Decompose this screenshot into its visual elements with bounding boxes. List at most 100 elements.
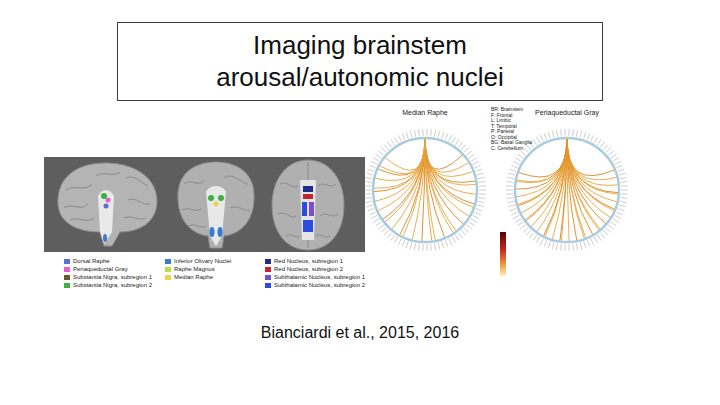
region-tick <box>620 177 627 178</box>
legend-text: Substantia Nigra, subregion 2 <box>73 282 152 288</box>
region-tick <box>584 132 586 139</box>
region-tick <box>510 169 517 171</box>
region-tick <box>438 242 440 249</box>
region-tick <box>478 197 485 199</box>
region-tick <box>442 241 444 248</box>
region-tick <box>366 173 373 175</box>
region-tick <box>464 228 469 233</box>
title-box: Imaging brainstem arousal/autonomic nucl… <box>117 22 603 101</box>
chord-plots <box>364 129 628 251</box>
region-tick <box>422 129 423 136</box>
connectivity-chord <box>425 139 435 240</box>
region-tick <box>611 222 617 226</box>
region-tick <box>600 142 604 148</box>
connectivity-chord <box>425 139 462 169</box>
region-tick <box>560 244 562 251</box>
legend-entry: Raphe Magnus <box>165 266 215 272</box>
region-tick <box>479 190 486 191</box>
region-tick <box>603 145 608 150</box>
plot-title: Median Raphe <box>402 109 448 117</box>
plot-title: Periaqueductal Gray <box>535 109 599 117</box>
connectivity-chord <box>400 139 425 234</box>
region-tick <box>615 161 621 164</box>
region-tick <box>552 242 554 249</box>
region-tick <box>365 177 372 178</box>
region-tick <box>410 131 412 138</box>
connectivity-chord <box>516 139 567 189</box>
region-tick <box>513 215 519 218</box>
region-tick <box>434 130 435 137</box>
region-tick <box>515 219 521 223</box>
region-tick <box>506 185 513 186</box>
chord-ring <box>515 138 619 242</box>
region-tick <box>544 133 547 139</box>
region-tick <box>469 222 475 226</box>
region-tick <box>510 208 517 210</box>
region-tick <box>594 237 598 243</box>
region-tick <box>615 215 621 218</box>
region-tick <box>422 244 423 251</box>
legend-swatch <box>64 267 70 272</box>
connectivity-chord <box>518 139 567 206</box>
region-tick <box>449 239 452 245</box>
region-tick <box>364 193 371 194</box>
colorbar <box>500 232 506 276</box>
region-tick <box>572 244 574 251</box>
region-tick <box>564 244 565 251</box>
region-tick <box>466 225 471 229</box>
sagittal-brain <box>58 163 157 246</box>
citation: Bianciardi et al., 2015, 2016 <box>261 324 459 342</box>
region-tick <box>520 225 525 229</box>
axial-brain <box>272 160 344 250</box>
region-tick <box>620 197 627 199</box>
region-tick <box>556 130 557 137</box>
region-tick <box>376 222 382 226</box>
region-tick <box>619 173 626 175</box>
connectivity-chord <box>374 139 425 192</box>
connectivity-chord <box>425 139 456 231</box>
region-tick <box>603 230 608 235</box>
region-tick <box>507 197 514 199</box>
region-tick <box>540 239 543 245</box>
region-tick <box>537 237 541 243</box>
region-tick <box>556 243 557 250</box>
region-tick <box>564 129 565 136</box>
region-tick <box>608 225 613 229</box>
region-tick <box>418 129 420 136</box>
region-tick <box>466 151 471 155</box>
region-tick <box>621 193 628 194</box>
region-tick <box>618 169 625 171</box>
region-tick <box>398 239 401 245</box>
legend-text: Substantia Nigra, subregion 1 <box>73 274 152 280</box>
legend-entry: Periaqueductal Gray <box>64 266 128 272</box>
region-tick <box>477 173 484 175</box>
region-tick <box>365 181 372 183</box>
region-tick <box>526 145 531 150</box>
region-tick <box>371 215 377 218</box>
region-tick <box>506 193 513 194</box>
region-tick <box>507 177 514 178</box>
region-tick <box>540 135 543 141</box>
chord-plot <box>506 129 628 251</box>
legend-text: Subthalamic Nucleus, subregion 1 <box>274 274 365 280</box>
connectivity-chord <box>567 139 586 238</box>
region-tick <box>606 148 611 153</box>
region-tick <box>395 237 399 243</box>
region-tick <box>518 222 524 226</box>
legend-text: Red Nucleus, subregion 2 <box>274 266 343 272</box>
legend-text: Dorsal Raphe <box>73 258 110 264</box>
region-tick <box>452 137 456 143</box>
legend-text: Median Raphe <box>174 274 213 280</box>
title-text: Imaging brainstem arousal/autonomic nucl… <box>195 30 525 92</box>
legend-entry: Median Raphe <box>165 274 213 280</box>
legend-entry: Dorsal Raphe <box>64 258 110 264</box>
legend-text: Red Nucleus, subregion 1 <box>274 258 343 264</box>
legend-text: Raphe Magnus <box>174 266 215 272</box>
region-tick <box>378 151 383 155</box>
connectivity-chord <box>385 139 425 170</box>
region-tick <box>461 230 466 235</box>
region-tick <box>591 135 594 141</box>
region-tick <box>507 181 514 183</box>
region-tick <box>414 130 415 137</box>
